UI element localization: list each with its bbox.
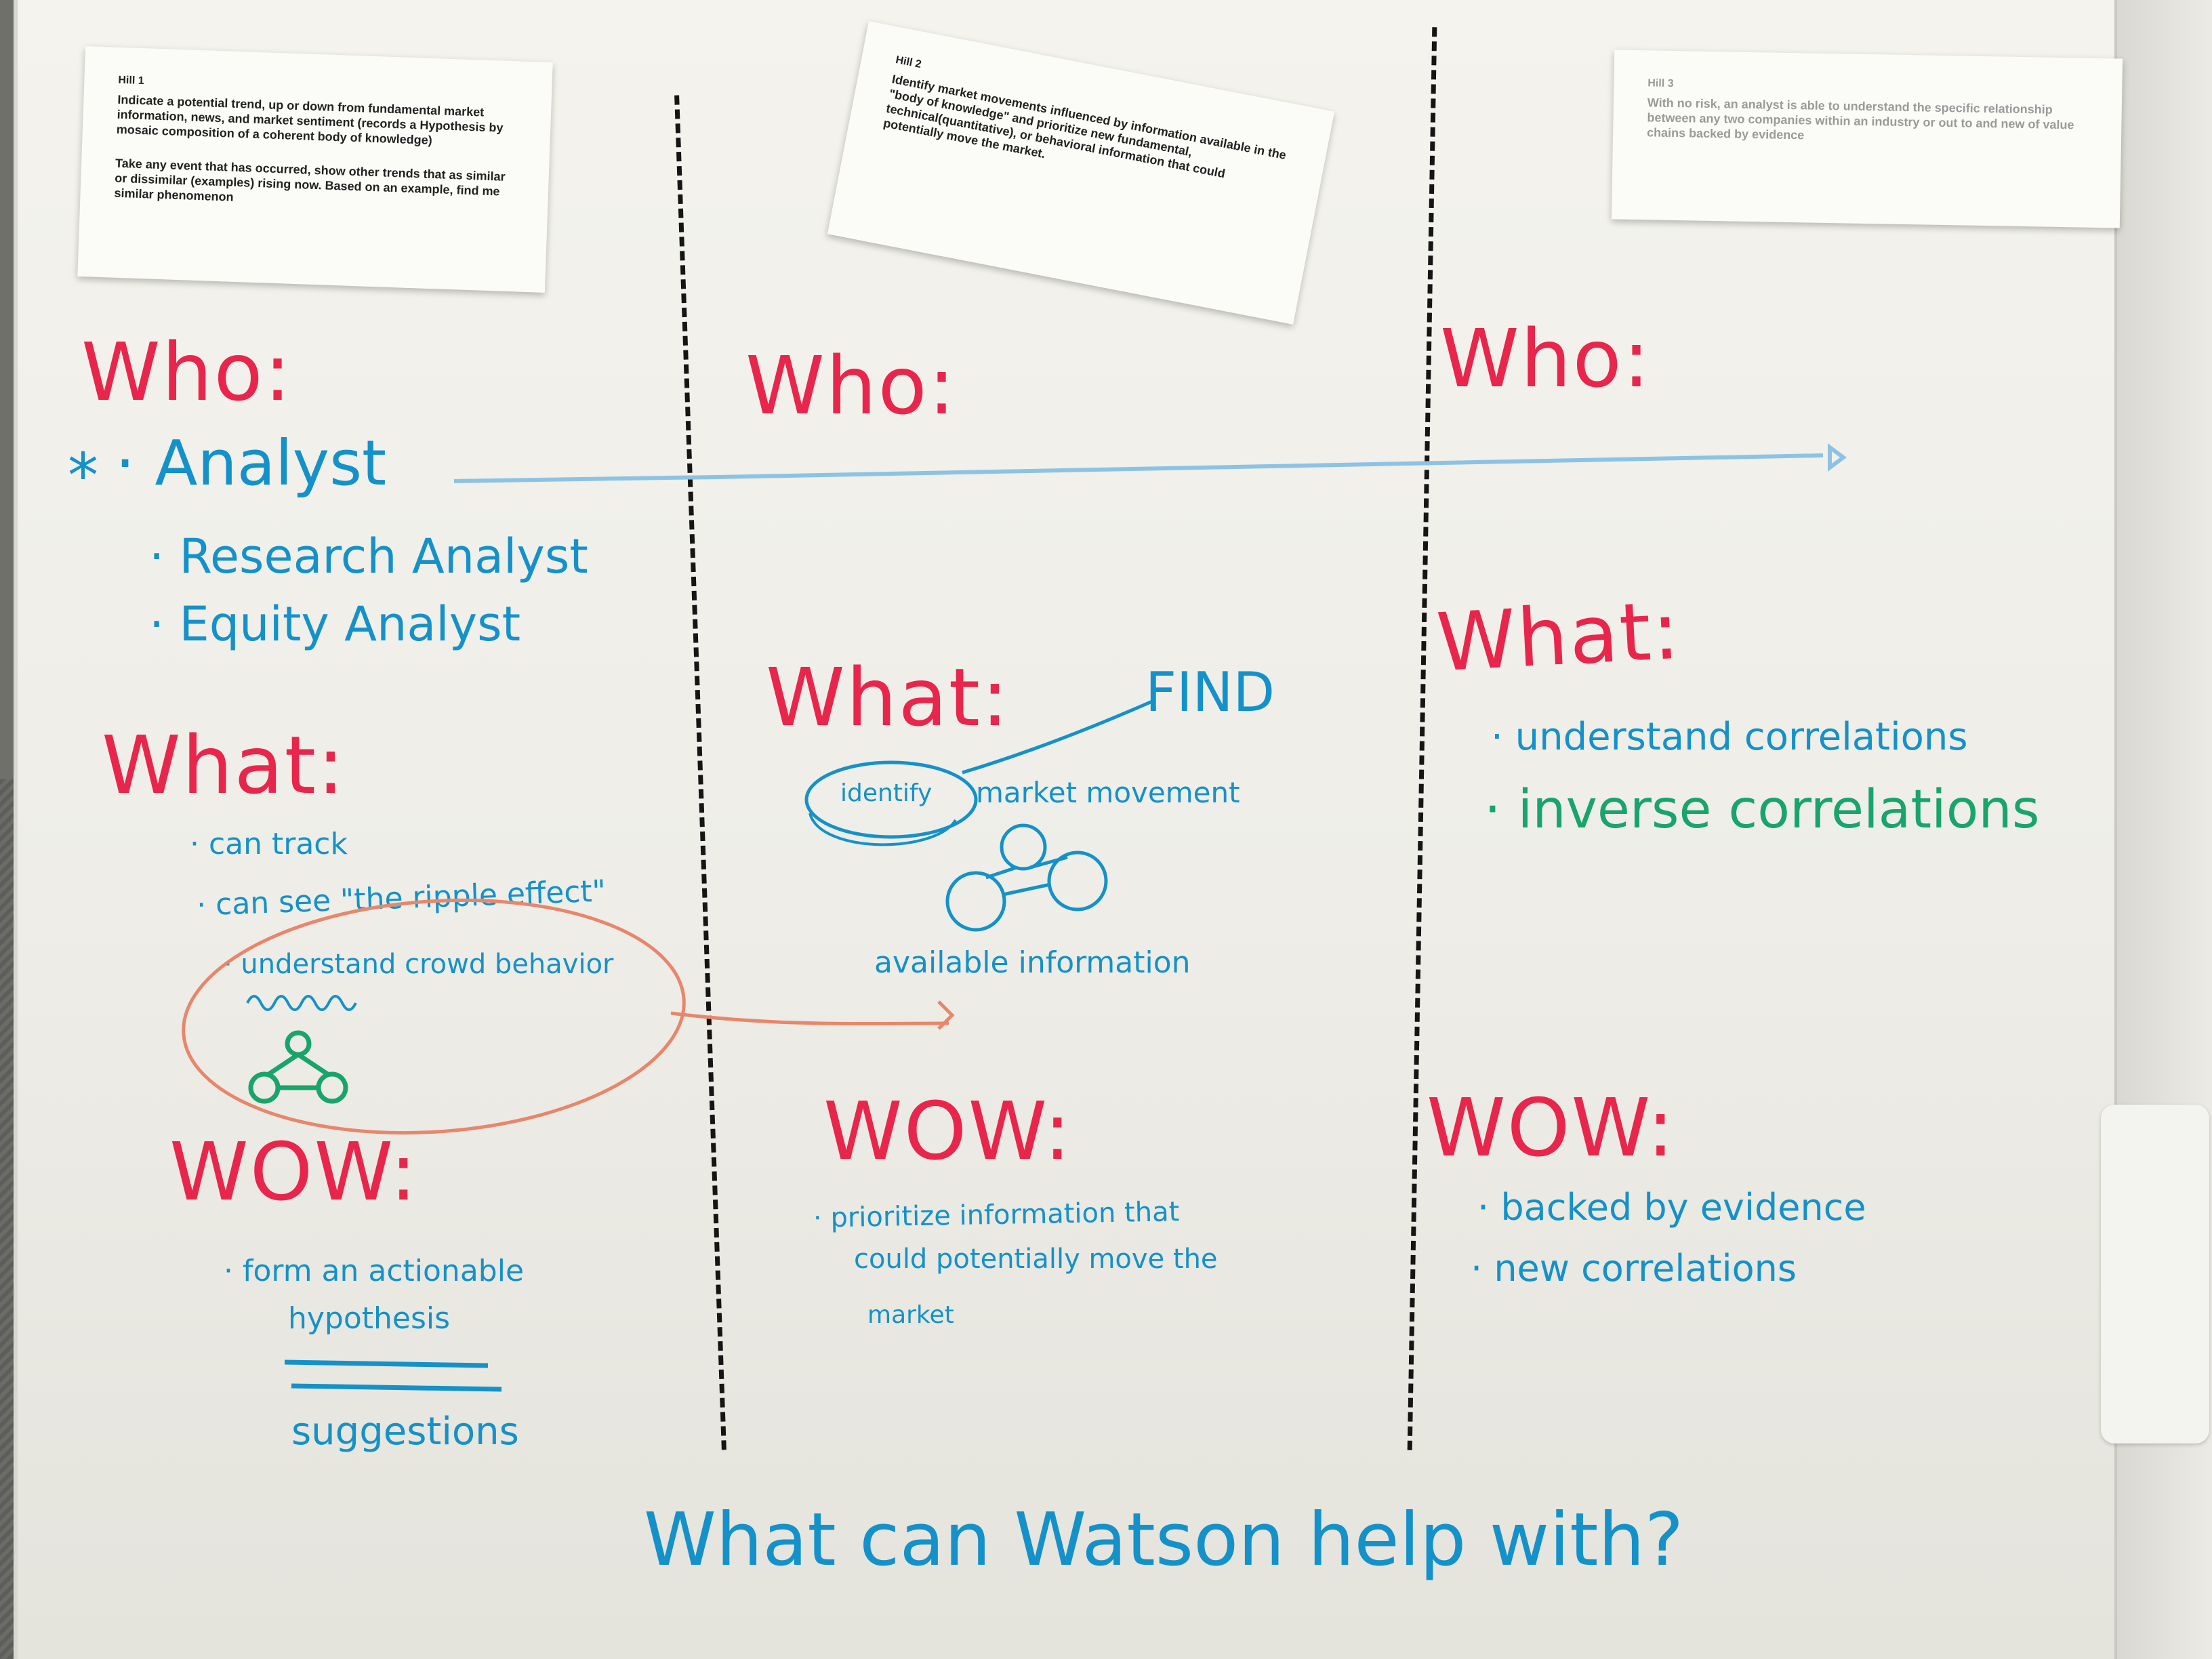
hill-3-text: With no risk, an analyst is able to unde… (1646, 96, 2074, 142)
hill-3-heading: Hill 3 (1647, 77, 1674, 90)
col3-who-heading: Who: (1440, 312, 1652, 405)
col1-who-item-equity: · Equity Analyst (149, 596, 521, 652)
col3-wow-item-evidence: · backed by evidence (1477, 1186, 1866, 1229)
col2-market-movement-label: market movement (976, 776, 1240, 809)
col2-what-heading: What: (766, 651, 1010, 744)
col2-identify-label: identify (840, 779, 933, 807)
hill-1-card: Hill 1 Indicate a potential trend, up or… (77, 46, 553, 293)
bottom-question: What can Watson help with? (644, 1498, 1684, 1582)
col1-wow-item-suggestions: suggestions (291, 1410, 519, 1454)
col1-what-heading: What: (102, 718, 346, 812)
col2-available-information-label: available information (874, 945, 1191, 980)
col1-wow-item-hypothesis: hypothesis (288, 1301, 451, 1336)
col1-what-item-crowd: · understand crowd behavior (224, 949, 614, 980)
col1-what-item-track: · can track (190, 827, 348, 861)
col1-star: * (68, 441, 98, 512)
col1-who-item-research: · Research Analyst (149, 529, 588, 584)
col3-what-item-inverse: · inverse correlations (1484, 779, 2040, 840)
hill-3-card: Hill 3 With no risk, an analyst is able … (1611, 49, 2123, 228)
edge-paper-note (2101, 1105, 2209, 1443)
col3-wow-item-new: · new correlations (1471, 1247, 1797, 1290)
col1-wow-item-form: · form an actionable (224, 1254, 525, 1288)
hill-1-text-2: Take any event that has occurred, show o… (114, 156, 506, 204)
col1-who-heading: Who: (81, 325, 293, 419)
col2-wow-heading: WOW: (823, 1084, 1073, 1178)
col1-wow-heading: WOW: (169, 1125, 419, 1218)
col2-find-label: FIND (1145, 661, 1275, 724)
col3-what-item-correlations: · understand correlations (1491, 715, 1968, 759)
col3-wow-heading: WOW: (1427, 1081, 1676, 1174)
col1-who-item-analyst: · Analyst (115, 427, 387, 499)
col2-wow-item-1: · prioritize information that (813, 1196, 1180, 1234)
col2-who-heading: Who: (745, 339, 957, 432)
col2-wow-item-3: market (867, 1301, 954, 1329)
col3-what-heading: What: (1434, 583, 1683, 690)
col2-wow-item-2: could potentially move the (854, 1244, 1218, 1275)
hill-1-text: Indicate a potential trend, up or down f… (116, 92, 504, 147)
